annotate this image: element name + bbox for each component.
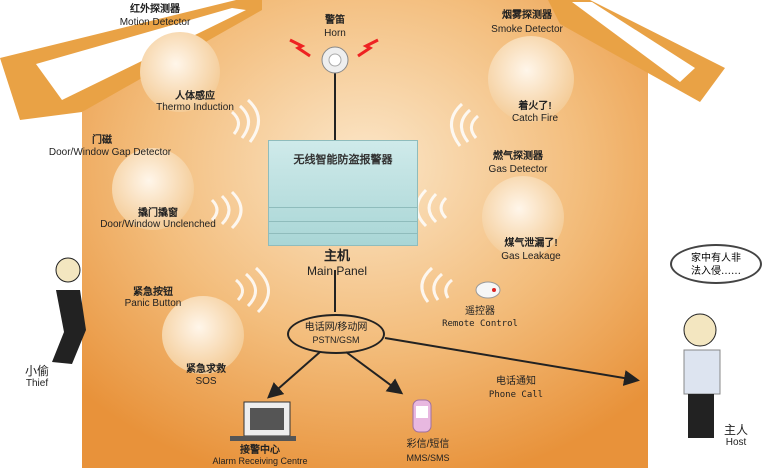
thermo-induction-illustration	[140, 32, 220, 112]
sos-caption-cn: 紧急求救	[186, 364, 226, 375]
network-ellipse	[287, 314, 385, 354]
arrow-to-mms	[345, 351, 404, 395]
speech-line-2: 法入侵……	[691, 266, 741, 277]
thief-label-cn: 小偷	[24, 364, 50, 378]
right-roof-window	[572, 2, 695, 82]
main-panel-label-cn: 主机	[323, 248, 351, 263]
horn-label-cn: 警笛	[325, 15, 345, 26]
main-panel-device-label: 无线智能防盗报警器	[293, 153, 393, 166]
motion-detector-label-cn: 红外探测器	[130, 4, 180, 15]
network-label-cn: 电话网/移动网	[304, 322, 368, 333]
horn-icon	[289, 38, 379, 74]
panic-button-label-en: Panic Button	[124, 298, 182, 309]
host-figure	[683, 313, 721, 438]
gas-leakage-caption-en: Gas Leakage	[501, 251, 561, 262]
catch-fire-caption-en: Catch Fire	[511, 113, 559, 124]
smoke-detector-label-en: Smoke Detector	[491, 24, 563, 35]
mms-label-en: MMS/SMS	[406, 453, 450, 463]
remote-label-cn: 遥控器	[465, 306, 495, 317]
door-window-illustration	[112, 148, 194, 230]
mobile-phone-icon	[412, 399, 432, 433]
gas-leakage-illustration	[482, 176, 564, 258]
thermo-caption-cn: 人体感应	[175, 91, 215, 102]
panic-button-label-cn: 紧急按钮	[133, 287, 173, 298]
main-panel-device: 无线智能防盗报警器	[268, 140, 418, 246]
alarm-centre-label-en: Alarm Receiving Centre	[212, 456, 308, 466]
computer-icon	[230, 401, 296, 441]
motion-detector-label-en: Motion Detector	[119, 17, 191, 28]
phone-call-label-en: Phone Call	[488, 390, 544, 400]
arrow-to-host	[384, 337, 640, 386]
wireless-signal-waves	[210, 98, 480, 314]
gas-detector-label-en: Gas Detector	[488, 164, 548, 175]
catch-fire-caption-cn: 着火了!	[518, 101, 552, 112]
arrow-to-alarm-centre	[266, 351, 321, 399]
speech-line-1: 家中有人非	[691, 253, 741, 264]
sos-caption-en: SOS	[195, 376, 217, 387]
catch-fire-illustration	[488, 36, 574, 122]
mms-label-cn: 彩信/短信	[406, 439, 450, 450]
gas-leakage-caption-cn: 煤气泄漏了!	[504, 238, 558, 249]
smoke-detector-label-cn: 烟雾探测器	[502, 10, 552, 21]
door-detector-label-cn: 门磁	[92, 135, 112, 146]
host-speech-bubble: 家中有人非 法入侵……	[670, 244, 762, 284]
phone-call-label-cn: 电话通知	[496, 376, 536, 387]
alarm-centre-label-cn: 接警中心	[240, 445, 280, 456]
horn-label-en: Horn	[324, 28, 346, 39]
thief-figure	[52, 257, 86, 364]
door-detector-label-en: Door/Window Gap Detector	[48, 147, 172, 158]
remote-control-icon	[475, 281, 501, 299]
host-label-en: Host	[725, 437, 747, 448]
door-caption-cn: 撬门撬窗	[138, 208, 178, 219]
left-roof-window	[36, 8, 246, 100]
sos-illustration	[162, 296, 244, 374]
gas-detector-label-cn: 燃气探测器	[493, 151, 543, 162]
thief-label-en: Thief	[25, 378, 49, 389]
door-caption-en: Door/Window Unclenched	[100, 219, 216, 230]
thermo-caption-en: Thermo Induction	[156, 102, 234, 113]
remote-label-en: Remote Control	[442, 319, 518, 329]
host-label-cn: 主人	[723, 423, 749, 437]
main-panel-label-en: Main Panel	[306, 264, 368, 278]
network-label-en: PSTN/GSM	[312, 335, 360, 345]
